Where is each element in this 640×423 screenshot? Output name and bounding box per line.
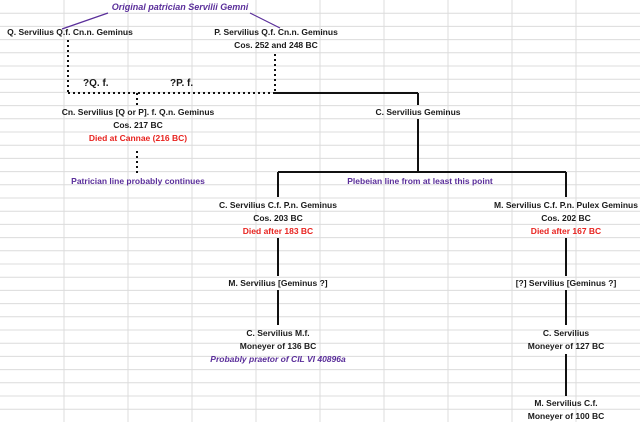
node-unknown-servilius: [?] Servilius [Geminus ?] xyxy=(516,277,617,290)
node-name: C. Servilius xyxy=(542,328,590,338)
node-office: Cos. 217 BC xyxy=(113,120,163,130)
node-office: Moneyer of 127 BC xyxy=(527,341,605,351)
node-name: M. Servilius C.f. P.n. Pulex Geminus xyxy=(494,200,638,210)
note-patrician-line: Patrician line probably continues xyxy=(71,176,205,186)
node-name: Cn. Servilius [Q or P]. f. Q.n. Geminus xyxy=(61,107,215,117)
node-office: Moneyer of 100 BC xyxy=(527,411,605,421)
note-plebeian-line: Plebeian line from at least this point xyxy=(347,176,493,186)
node-c-servilius-mf: C. Servilius M.f. Moneyer of 136 BC xyxy=(240,327,317,353)
node-name: C. Servilius Geminus xyxy=(375,107,461,117)
title-pointer-right xyxy=(249,12,281,29)
node-name: Q. Servilius Q.f. Cn.n. Geminus xyxy=(7,27,133,37)
node-m-servilius-pulex: M. Servilius C.f. P.n. Pulex Geminus Cos… xyxy=(494,199,638,238)
node-name: M. Servilius [Geminus ?] xyxy=(228,278,328,288)
node-office: Moneyer of 136 BC xyxy=(239,341,317,351)
node-name: C. Servilius C.f. P.n. Geminus xyxy=(219,200,337,210)
node-p-servilius: P. Servilius Q.f. Cn.n. Geminus Cos. 252… xyxy=(214,26,338,52)
node-death: Died at Cannae (216 BC) xyxy=(88,133,188,143)
node-c-servilius-cf: C. Servilius C.f. P.n. Geminus Cos. 203 … xyxy=(219,199,337,238)
node-q-servilius: Q. Servilius Q.f. Cn.n. Geminus xyxy=(7,26,133,39)
node-c-servilius-127: C. Servilius Moneyer of 127 BC xyxy=(528,327,605,353)
node-death: Died after 183 BC xyxy=(242,226,314,236)
node-death: Died after 167 BC xyxy=(530,226,602,236)
node-m-servilius-geminus: M. Servilius [Geminus ?] xyxy=(228,277,327,290)
node-office: Cos. 252 and 248 BC xyxy=(234,40,318,50)
node-name: P. Servilius Q.f. Cn.n. Geminus xyxy=(214,27,338,37)
filiation-right: ?P. f. xyxy=(170,78,194,89)
node-office: Cos. 203 BC xyxy=(253,213,303,223)
note-praetor: Probably praetor of CIL VI 40896a xyxy=(210,354,346,364)
filiation-left: ?Q. f. xyxy=(83,78,109,89)
node-name: [?] Servilius [Geminus ?] xyxy=(515,278,617,288)
node-m-servilius-cf: M. Servilius C.f. Moneyer of 100 BC xyxy=(528,397,605,423)
node-name: M. Servilius C.f. xyxy=(534,398,598,408)
node-office: Cos. 202 BC xyxy=(541,213,591,223)
node-cn-servilius: Cn. Servilius [Q or P]. f. Q.n. Geminus … xyxy=(62,106,215,145)
title-pointer-left xyxy=(61,12,109,30)
node-c-servilius-geminus: C. Servilius Geminus xyxy=(375,106,460,119)
title-original-patrician: Original patrician Servilii Gemni xyxy=(111,2,249,12)
node-name: C. Servilius M.f. xyxy=(246,328,310,338)
